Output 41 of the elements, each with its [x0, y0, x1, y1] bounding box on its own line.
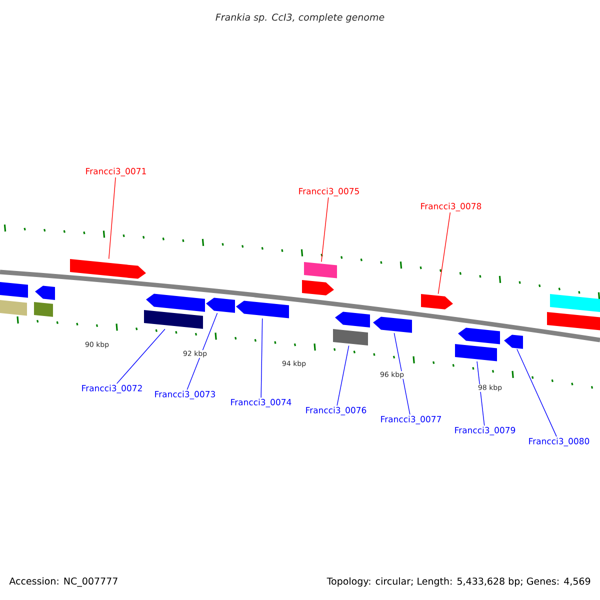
- gene-feature: [333, 329, 368, 346]
- gene-feature: [70, 259, 146, 279]
- gene-label: Francci3_0080: [529, 438, 590, 446]
- leader-line: [260, 318, 263, 398]
- gene-label: Francci3_0076: [306, 406, 366, 416]
- gene-feature: [302, 280, 334, 296]
- leader-line: [108, 177, 116, 260]
- gene-label: Francci3_0072: [82, 384, 142, 394]
- gene-feature: [504, 334, 523, 349]
- gene-feature: [144, 310, 203, 329]
- genome-info-text: Topology: circular; Length: 5,433,628 bp; Genes: 4,569: [326, 577, 590, 587]
- leader-line: [321, 197, 329, 262]
- leader-line: [476, 361, 485, 426]
- gene-label: Francci3_0078: [421, 202, 482, 212]
- gene-feature: [34, 302, 53, 317]
- gene-feature: [335, 312, 370, 328]
- leader-line: [186, 312, 218, 390]
- gene-label: Francci3_0079: [455, 426, 516, 436]
- leader-line: [116, 328, 166, 384]
- gene-feature: [550, 294, 600, 312]
- gene-label: Francci3_0074: [231, 398, 292, 408]
- gene-feature: [206, 298, 235, 313]
- gene-feature: [35, 286, 55, 300]
- leader-line: [516, 348, 557, 437]
- gene-label: Francci3_0073: [155, 390, 215, 400]
- gene-label: Francci3_0077: [381, 416, 441, 424]
- gene-feature: [373, 316, 412, 333]
- leader-line: [336, 345, 350, 406]
- accession-text: Accession: NC_007777: [9, 577, 118, 587]
- leader-line: [438, 212, 451, 294]
- leader-line: [394, 332, 410, 415]
- gene-feature: [0, 300, 27, 316]
- gene-feature: [421, 294, 453, 310]
- gene-feature: [458, 328, 500, 344]
- gene-feature: [547, 312, 600, 330]
- title: Frankia sp. CcI3, complete genome: [216, 13, 384, 23]
- gene-feature: [455, 344, 497, 362]
- gene-label: Francci3_0075: [299, 188, 359, 196]
- gene-feature: [0, 282, 28, 298]
- gene-label: Francci3_0071: [86, 168, 146, 176]
- gene-feature: [304, 262, 337, 278]
